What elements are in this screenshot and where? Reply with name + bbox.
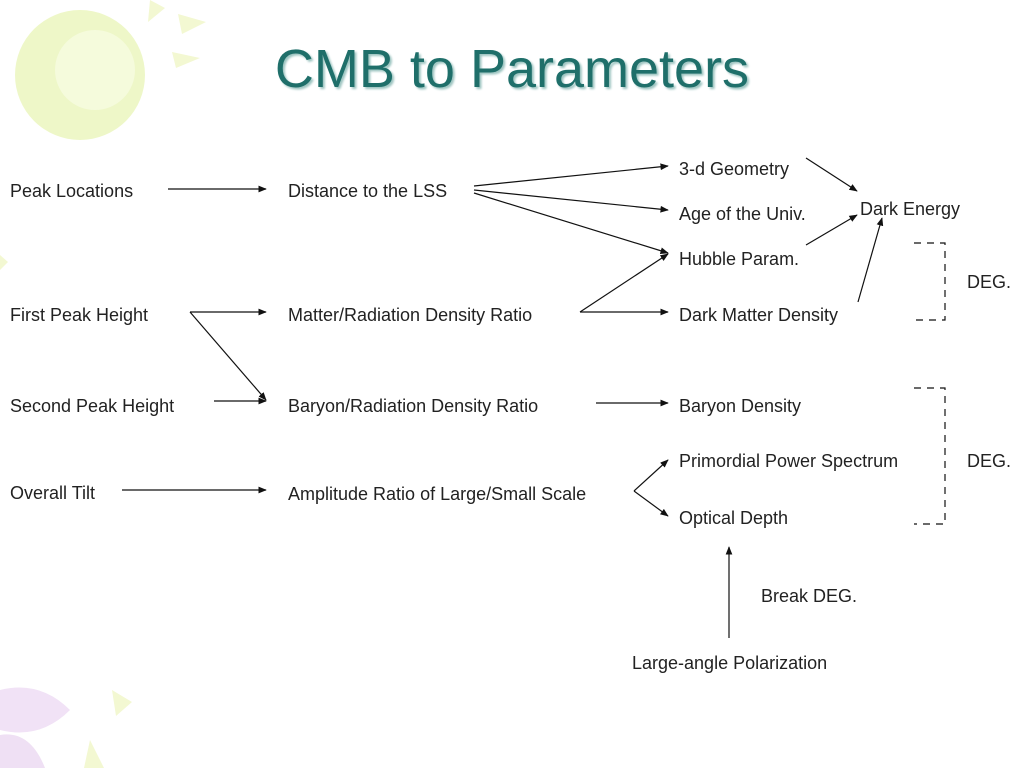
- arrow-geometry-to-dark-energy: [805, 157, 858, 192]
- decorative-ray-icon: [112, 690, 132, 716]
- decorative-bubble-icon: [55, 30, 135, 110]
- arrow-distance-to-geometry: [473, 163, 669, 187]
- arrow-amplitude-to-primordial: [633, 459, 669, 492]
- decorative-ray-icon: [0, 255, 8, 270]
- arrow-matter-ratio-to-hubble: [579, 253, 669, 313]
- decorative-ray-icon: [172, 52, 200, 68]
- arrow-hubble-to-dark-energy: [805, 214, 858, 246]
- node-first-peak-height: First Peak Height: [10, 305, 149, 325]
- node-dark-matter-density: Dark Matter Density: [679, 305, 839, 325]
- label-break-deg: Break DEG.: [761, 586, 858, 606]
- decorative-petal-icon: [0, 734, 45, 768]
- decorative-petal-icon: [0, 687, 70, 733]
- node-distance-lss: Distance to the LSS: [288, 181, 448, 201]
- arrow-first-peak-to-baryon-ratio: [189, 311, 267, 401]
- label-degeneracy-upper: DEG.: [967, 272, 1012, 292]
- node-matter-radiation-ratio: Matter/Radiation Density Ratio: [288, 305, 533, 325]
- node-overall-tilt: Overall Tilt: [10, 483, 96, 503]
- degeneracy-bracket-lower: [914, 387, 946, 525]
- node-primordial-power-spectrum: Primordial Power Spectrum: [679, 451, 899, 471]
- degeneracy-bracket-upper: [914, 242, 946, 321]
- decorative-ray-icon: [84, 740, 104, 768]
- node-peak-locations: Peak Locations: [10, 181, 134, 201]
- decorative-ray-icon: [148, 0, 165, 22]
- node-second-peak-height: Second Peak Height: [10, 396, 175, 416]
- decorative-ray-icon: [178, 14, 206, 34]
- arrow-darkmatter-to-dark-energy: [857, 217, 884, 303]
- node-age-universe: Age of the Univ.: [679, 204, 806, 224]
- label-degeneracy-lower: DEG.: [967, 451, 1012, 471]
- node-baryon-radiation-ratio: Baryon/Radiation Density Ratio: [288, 396, 539, 416]
- node-baryon-density: Baryon Density: [679, 396, 802, 416]
- node-large-angle-polarization: Large-angle Polarization: [632, 653, 828, 673]
- node-hubble-param: Hubble Param.: [679, 249, 800, 269]
- node-dark-energy: Dark Energy: [860, 199, 961, 219]
- arrow-amplitude-to-optical-depth: [633, 490, 669, 517]
- arrow-distance-to-hubble: [473, 192, 669, 254]
- node-amplitude-ratio: Amplitude Ratio of Large/Small Scale: [288, 484, 587, 504]
- slide-title: CMB to Parameters: [274, 39, 750, 99]
- arrow-distance-to-age: [473, 189, 669, 213]
- node-optical-depth: Optical Depth: [679, 508, 789, 528]
- node-3d-geometry: 3-d Geometry: [679, 159, 790, 179]
